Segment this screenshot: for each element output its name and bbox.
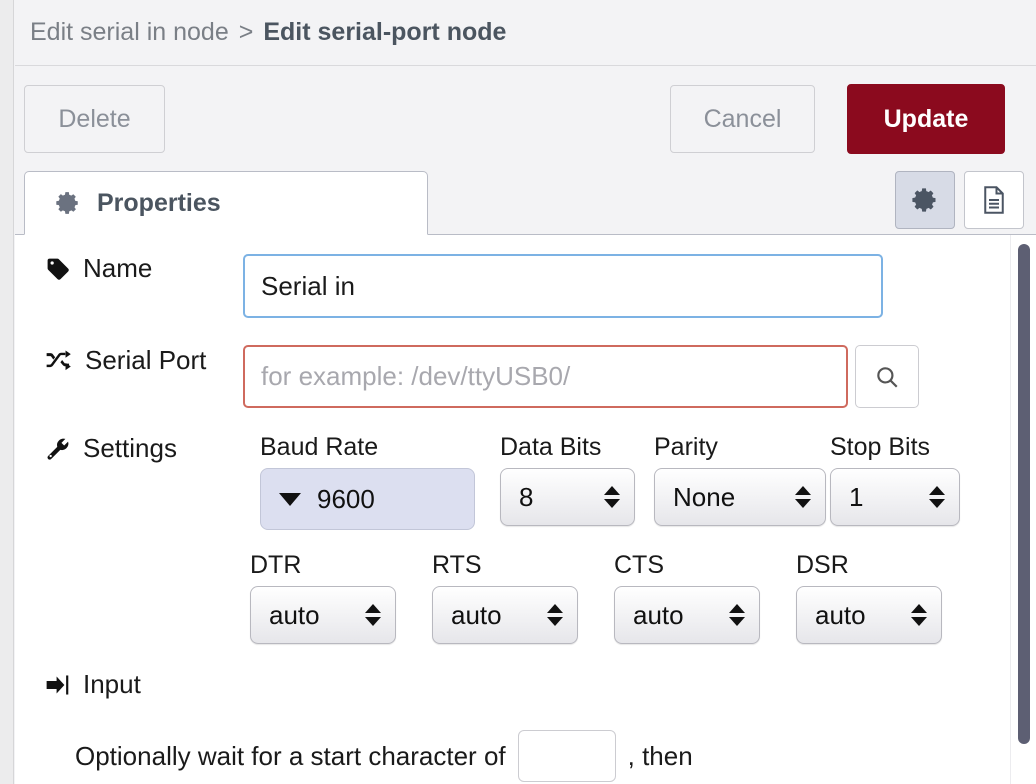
search-icon	[874, 364, 900, 390]
cts-value: auto	[633, 599, 684, 630]
stepper-arrows-icon	[365, 604, 381, 626]
chevron-down-icon	[279, 492, 301, 506]
gear-icon-button[interactable]	[895, 171, 955, 229]
stepper-arrows-icon	[729, 604, 745, 626]
field-data-bits: Data Bits 8	[500, 433, 635, 526]
input-section: Input Optionally wait for a start charac…	[45, 669, 1010, 782]
shuffle-icon	[45, 348, 73, 374]
tab-properties[interactable]: Properties	[24, 171, 428, 235]
vertical-scrollbar-thumb[interactable]	[1018, 244, 1030, 744]
parity-select[interactable]: None	[654, 468, 826, 526]
name-input[interactable]	[243, 254, 883, 318]
dsr-label: DSR	[796, 551, 849, 579]
field-dtr: DTR auto	[250, 551, 396, 644]
document-icon	[981, 185, 1007, 215]
name-label: Name	[45, 253, 152, 284]
baud-rate-select[interactable]: 9600	[260, 468, 475, 530]
stop-bits-value: 1	[849, 481, 864, 512]
rts-select[interactable]: auto	[432, 586, 578, 644]
dtr-select[interactable]: auto	[250, 586, 396, 644]
input-section-label: Input	[83, 669, 141, 699]
baud-rate-value: 9600	[317, 483, 375, 514]
stepper-arrows-icon	[795, 486, 811, 508]
dialog-button-bar: Delete Cancel Update	[15, 67, 1036, 165]
tab-baseline	[15, 234, 1036, 235]
properties-content: Name Serial Port	[15, 235, 1010, 784]
name-row: Name	[45, 253, 152, 284]
breadcrumb-previous[interactable]: Edit serial in node	[30, 18, 229, 46]
input-section-header: Input	[45, 669, 1010, 700]
rts-label: RTS	[432, 551, 482, 579]
data-bits-value: 8	[519, 481, 534, 512]
gear-icon	[55, 190, 81, 216]
serial-port-input[interactable]	[243, 345, 848, 408]
stepper-arrows-icon	[604, 486, 620, 508]
serial-port-label-text: Serial Port	[85, 345, 207, 375]
serial-port-search-button[interactable]	[855, 345, 919, 408]
wrench-icon	[45, 436, 71, 462]
parity-label: Parity	[654, 433, 718, 461]
document-icon-button[interactable]	[964, 171, 1024, 229]
update-button[interactable]: Update	[847, 84, 1005, 154]
gear-icon	[911, 186, 939, 214]
tab-strip: Properties	[15, 165, 1036, 235]
start-character-input[interactable]	[517, 730, 616, 782]
delete-button[interactable]: Delete	[24, 85, 165, 153]
start-character-text-before: Optionally wait for a start character of	[75, 740, 506, 771]
field-rts: RTS auto	[432, 551, 578, 644]
properties-panel: Name Serial Port	[15, 235, 1036, 784]
stepper-arrows-icon	[911, 604, 927, 626]
serial-port-row: Serial Port	[45, 345, 206, 376]
stop-bits-label: Stop Bits	[830, 433, 931, 461]
start-character-text-after: , then	[627, 740, 693, 771]
breadcrumb: Edit serial in node > Edit serial-port n…	[15, 0, 1036, 66]
settings-label: Settings	[45, 433, 177, 464]
baud-rate-label: Baud Rate	[260, 433, 379, 461]
cts-select[interactable]: auto	[614, 586, 760, 644]
vertical-scrollbar-track[interactable]	[1010, 235, 1036, 784]
tag-icon	[45, 256, 71, 282]
name-label-text: Name	[83, 253, 153, 283]
data-bits-label: Data Bits	[500, 433, 602, 461]
breadcrumb-separator: >	[238, 18, 254, 46]
stepper-arrows-icon	[547, 604, 563, 626]
parity-value: None	[673, 481, 736, 512]
serial-port-label: Serial Port	[45, 345, 206, 376]
field-cts: CTS auto	[614, 551, 760, 644]
field-baud-rate: Baud Rate 9600	[260, 433, 475, 530]
dtr-value: auto	[269, 599, 320, 630]
field-dsr: DSR auto	[796, 551, 942, 644]
sign-in-icon	[45, 673, 71, 697]
dtr-label: DTR	[250, 551, 302, 579]
breadcrumb-current: Edit serial-port node	[263, 18, 507, 46]
dialog-left-gutter	[0, 0, 14, 784]
field-stop-bits: Stop Bits 1	[830, 433, 960, 526]
field-parity: Parity None	[654, 433, 826, 526]
cancel-button[interactable]: Cancel	[670, 85, 815, 153]
data-bits-select[interactable]: 8	[500, 468, 635, 526]
start-character-row: Optionally wait for a start character of…	[75, 730, 1010, 782]
dsr-value: auto	[815, 599, 866, 630]
tab-properties-label: Properties	[97, 188, 221, 217]
stepper-arrows-icon	[929, 486, 945, 508]
settings-row: Settings	[45, 433, 177, 464]
rts-value: auto	[451, 599, 502, 630]
dsr-select[interactable]: auto	[796, 586, 942, 644]
cts-label: CTS	[614, 551, 664, 579]
stop-bits-select[interactable]: 1	[830, 468, 960, 526]
settings-label-text: Settings	[83, 433, 177, 463]
